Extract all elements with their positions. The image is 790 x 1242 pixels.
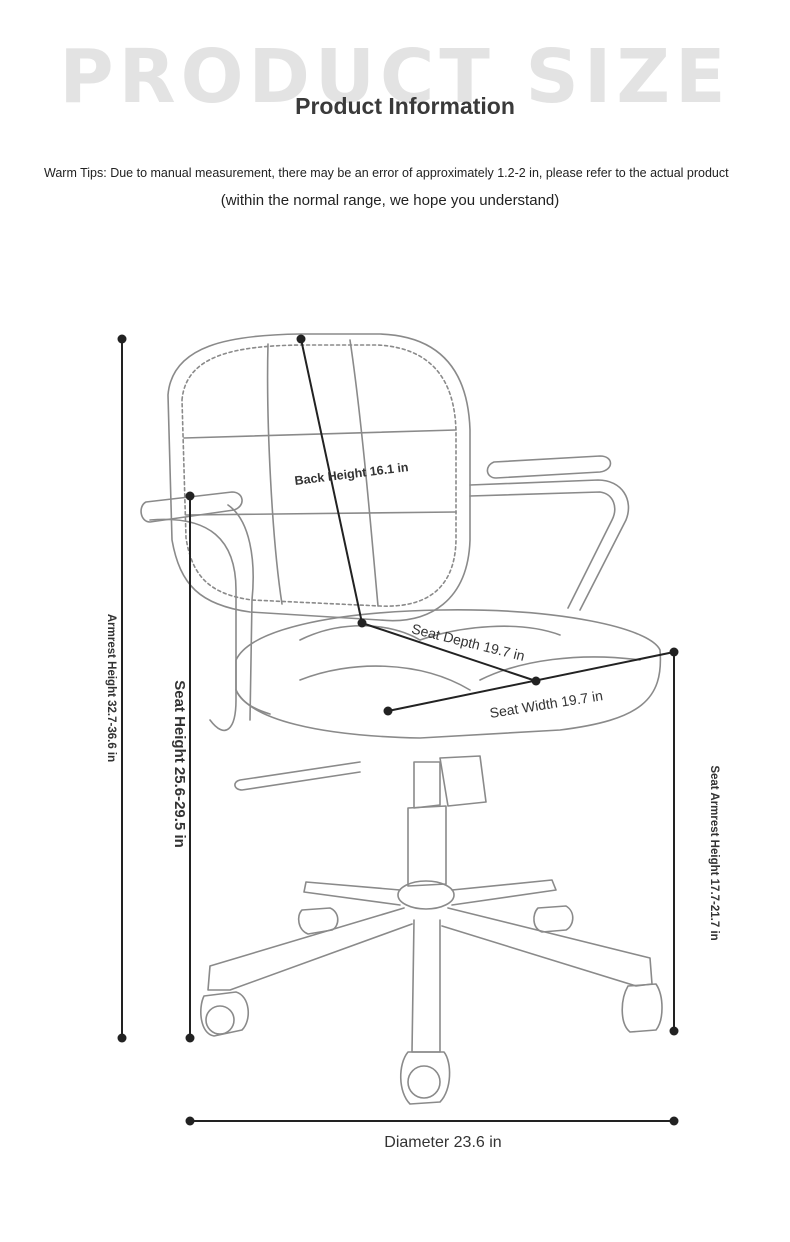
- right-armrest-frame: [469, 479, 630, 611]
- endpoint-dot: [296, 334, 306, 344]
- caster: [621, 983, 663, 1033]
- tilt-mechanism: [439, 755, 487, 807]
- seat-seam: [479, 656, 641, 681]
- gas-cylinder: [413, 761, 441, 809]
- backrest-seam: [185, 511, 457, 516]
- base-leg: [411, 919, 441, 1053]
- sub-tip: (within the normal range, we hope you un…: [220, 192, 560, 209]
- backrest: [167, 333, 471, 622]
- endpoint-dot: [117, 334, 127, 344]
- warm-tips: Warm Tips: Due to manual measurement, th…: [44, 166, 729, 180]
- seat-cushion: [235, 609, 662, 739]
- backrest-seam: [266, 343, 283, 605]
- endpoint-dot: [185, 1116, 195, 1126]
- measurement-lines: [117, 334, 679, 1126]
- caster: [297, 907, 339, 935]
- seat-depth-line: [361, 622, 537, 682]
- page-title: Product Information: [295, 93, 515, 119]
- back-height-line: [300, 338, 363, 624]
- caster: [200, 991, 249, 1037]
- backrest-seam: [183, 429, 457, 439]
- seat-seam: [299, 665, 471, 691]
- height-lever: [234, 761, 361, 791]
- endpoint-dot: [117, 1033, 127, 1043]
- right-armrest-pad: [486, 455, 612, 479]
- seat-width-line: [387, 651, 675, 712]
- chair-illustration: [140, 333, 663, 1105]
- base-leg: [451, 879, 557, 906]
- left-armrest-frame: [227, 504, 254, 721]
- seat-seam: [419, 625, 561, 641]
- left-armrest-frame: [149, 518, 237, 732]
- diameter-label: Diameter 23.6 in: [384, 1134, 501, 1151]
- caster: [399, 1051, 451, 1105]
- seat-seam: [299, 624, 421, 641]
- base-hub: [397, 880, 455, 910]
- seat-armrest-height-label: Seat Armrest Height 17.7-21.7 in: [708, 765, 720, 940]
- endpoint-dot: [383, 706, 393, 716]
- seat-cushion-edge: [235, 689, 271, 715]
- caster: [533, 905, 574, 933]
- backrest-seam: [349, 339, 379, 607]
- background-title: PRODUCT SIZE: [59, 34, 731, 120]
- seat-height-label: Seat Height 25.6-29.5 in: [171, 680, 188, 848]
- base-leg: [207, 907, 413, 991]
- base-leg: [441, 907, 653, 987]
- seat-width-label: Seat Width 19.7 in: [488, 687, 604, 721]
- endpoint-dot: [669, 1026, 679, 1036]
- endpoint-dot: [669, 1116, 679, 1126]
- backrest-inner: [181, 344, 457, 607]
- back-height-label: Back Height 16.1 in: [294, 460, 409, 488]
- armrest-height-label: Armrest Height 32.7-36.6 in: [105, 614, 117, 762]
- endpoint-dot: [185, 491, 195, 501]
- right-armrest-frame: [469, 491, 616, 609]
- gas-cylinder-sleeve: [407, 805, 447, 887]
- endpoint-dot: [185, 1033, 195, 1043]
- base-leg: [303, 881, 401, 906]
